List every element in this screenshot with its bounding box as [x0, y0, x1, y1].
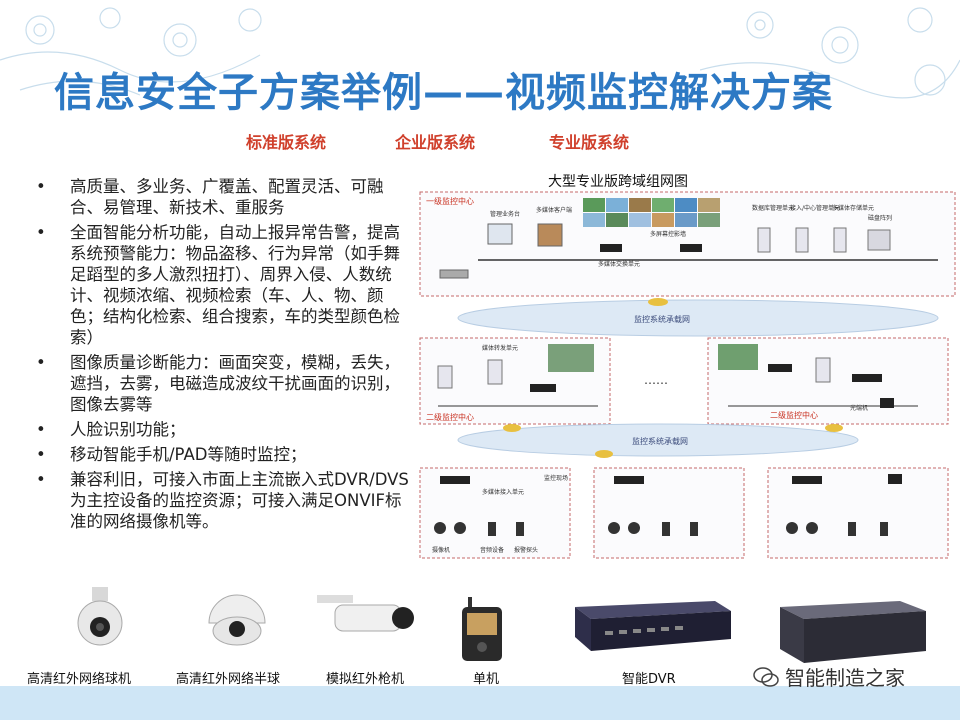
monitor-site-2: [593, 467, 745, 559]
camera-label: 摄像机: [432, 546, 450, 554]
first-center-label: 一级监控中心: [426, 196, 474, 206]
bullet-camera-icon: [317, 595, 414, 632]
network-cloud: [457, 423, 859, 457]
optical-transceiver-icon: [880, 398, 894, 408]
product-label: 智能DVR: [622, 672, 676, 687]
feature-item: 兼容利旧，可接入市面上主流嵌入式DVR/DVS为主控设备的监控资源；可接入满足O…: [32, 469, 412, 532]
array-label: 磁盘阵列: [868, 214, 892, 222]
server-chassis-icon: [780, 601, 926, 663]
server-icon: [815, 357, 831, 383]
feature-list: 高质量、多业务、广覆盖、配置灵活、可融合、易管理、新技术、重服务 全面智能分析功…: [32, 176, 412, 536]
feature-item: 高质量、多业务、广覆盖、配置灵活、可融合、易管理、新技术、重服务: [32, 176, 412, 218]
video-wall-icon: [548, 344, 594, 372]
media-access-label: 多媒体接入单元: [482, 488, 524, 496]
half-dome-camera-icon: [208, 594, 266, 646]
optical-label: 光端机: [850, 404, 868, 412]
alarm-label: 报警探头: [514, 546, 538, 554]
switch-device-icon: [600, 244, 622, 252]
workstation-icon: [487, 223, 513, 245]
video-wall-icon: [583, 198, 720, 227]
second-center-label-right: 二级监控中心: [770, 410, 818, 420]
handheld-device-icon: [462, 597, 502, 661]
router-icon: [825, 424, 843, 432]
switch-device-icon: [530, 384, 556, 392]
version-list: 标准版系统 企业版系统 专业版系统: [0, 129, 960, 153]
second-center-label-left: 二级监控中心: [426, 412, 474, 422]
db-label: 数据库管理单元: [752, 204, 794, 212]
product-label: 高清红外网络球机: [27, 672, 132, 687]
network-label-2: 监控系统承载网: [632, 436, 688, 446]
server-icon: [487, 359, 503, 385]
router-icon: [595, 450, 613, 458]
site-label: 监控现场: [544, 474, 568, 482]
access-label: 接入/中心管理单元: [790, 204, 840, 212]
floral-decoration-left: [0, 7, 262, 96]
storage-label: 多媒体存储单元: [832, 204, 874, 212]
page-title: 信息安全子方案举例——视频监控解决方案: [54, 70, 833, 116]
network-label: 监控系统承载网: [634, 314, 690, 324]
feature-item: 移动智能手机/PAD等随时监控；: [32, 444, 412, 465]
dome-ptz-camera-icon: [77, 587, 123, 646]
decoder-label: 多屏幕控影墙: [650, 230, 686, 238]
ellipsis: ……: [644, 373, 668, 387]
disk-array-icon: [867, 229, 891, 251]
footer-band: [0, 686, 960, 720]
feature-item: 图像质量诊断能力：画面突变，模糊，丢失，遮挡，去雾，电磁造成波纹干扰画面的识别，…: [32, 352, 412, 415]
monitor-site-1: 监控现场 多媒体接入单元 摄像机 音频设备 报警探头: [419, 467, 571, 559]
server-icon: [757, 227, 771, 253]
video-wall-icon: [718, 344, 758, 370]
feature-item: 人脸识别功能；: [32, 419, 412, 440]
dvr-icon: [575, 601, 731, 651]
switch-device-icon: [852, 374, 882, 382]
monitor-site-3: [767, 467, 949, 559]
switch-device-icon: [680, 244, 702, 252]
router-icon: [439, 269, 469, 279]
router-icon: [503, 424, 521, 432]
client-label: 多媒体客户端: [536, 206, 572, 214]
product-label: 单机: [473, 672, 500, 687]
product-label: 模拟红外枪机: [326, 672, 405, 687]
mgmt-label: 管理业务台: [490, 210, 520, 218]
watermark: 智能制造之家: [753, 662, 905, 691]
switch-label: 多媒体交换单元: [598, 260, 640, 268]
server-icon: [833, 227, 847, 253]
version-standard: 标准版系统: [246, 133, 327, 152]
switch-device-icon: [768, 364, 792, 372]
version-enterprise: 企业版系统: [395, 133, 476, 152]
server-icon: [437, 365, 453, 389]
diagram-title: 大型专业版跨域组网图: [548, 174, 688, 190]
router-icon: [648, 298, 668, 306]
client-monitor-icon: [537, 223, 563, 247]
wechat-icon: [753, 666, 779, 687]
watermark-text: 智能制造之家: [785, 666, 905, 690]
network-cloud: [457, 299, 939, 337]
feature-item: 全面智能分析功能，自动上报异常告警，提高系统预警能力：物品盗移、行为异常（如手舞…: [32, 222, 412, 348]
audio-label: 音频设备: [480, 546, 504, 554]
product-gallery: [0, 585, 960, 685]
version-professional: 专业版系统: [549, 133, 630, 152]
server-icon: [795, 227, 809, 253]
network-diagram: 一级监控中心 管理业务台 多媒体客户端 多屏幕控影墙 多媒体交换单元 数据库管理…: [419, 191, 956, 559]
product-label: 高清红外网络半球: [176, 672, 281, 687]
floral-decoration-right: [700, 7, 960, 99]
transfer-label: 媒体转发单元: [482, 344, 518, 352]
